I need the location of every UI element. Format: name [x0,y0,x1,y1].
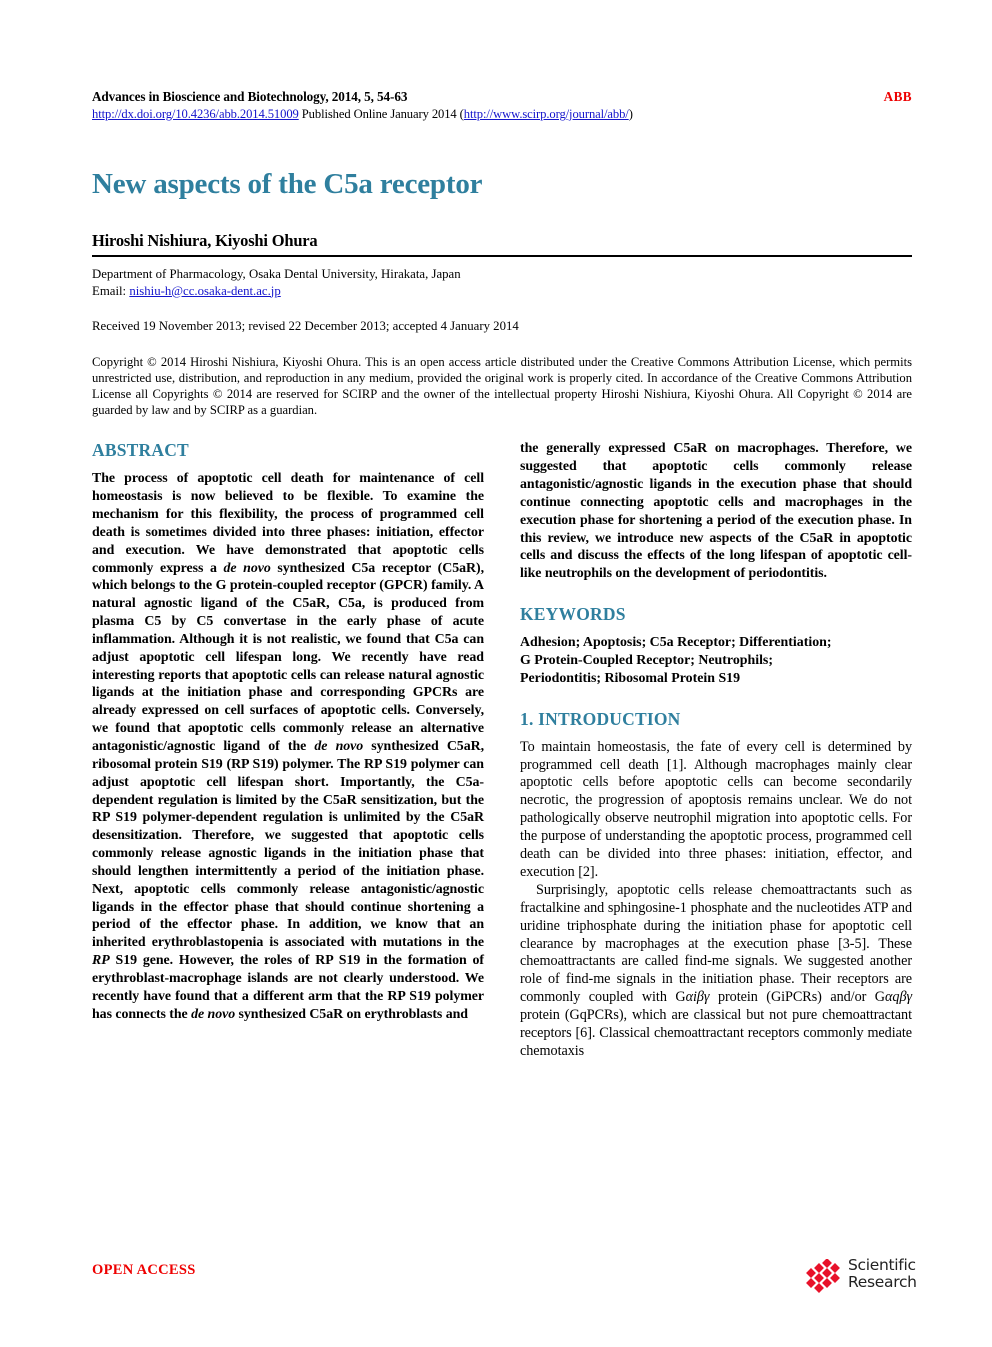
author-divider [92,255,912,257]
author-list: Hiroshi Nishiura, Kiyoshi Ohura [92,231,318,250]
keywords-heading: KEYWORDS [520,604,626,625]
abstract-continued: the generally expressed C5aR on macropha… [520,441,912,582]
intro-seg-1: Surprisingly, apoptotic cells release ch… [520,881,912,1006]
abstract-italic-4: de novo [191,1006,236,1022]
running-head: Advances in Bioscience and Biotechnology… [92,88,912,122]
email-link[interactable]: nishiu-h@cc.osaka-dent.ac.jp [129,283,281,298]
abstract-seg-4: S19 gene. However, the roles of RP S19 i… [92,953,484,1022]
journal-homepage-link[interactable]: http://www.scirp.org/journal/abb/ [463,107,629,121]
introduction-heading: 1. INTRODUCTION [520,708,681,729]
intro-seg-3: protein (GqPCRs), which are classical bu… [520,1007,912,1059]
published-online-text: Published Online January 2014 ( [298,107,464,121]
abstract-italic-3: RP [92,953,110,969]
abstract-seg-5: synthesized C5aR on erythroblasts and [235,1006,468,1022]
page-title: New aspects of the C5a receptor [92,168,483,200]
open-access-badge: OPEN ACCESS [92,1262,196,1278]
abstract-italic-1: de novo [223,560,271,576]
scientific-research-logo[interactable]: Scientific Research [806,1255,918,1301]
abstract-seg-2: synthesized C5a receptor (C5aR), which b… [92,560,485,754]
diamond-grid-icon [806,1259,840,1293]
abstract-seg-1: The process of apoptotic cell death for … [92,471,484,576]
two-column-body: ABSTRACT The process of apoptotic cell d… [92,440,912,1240]
journal-citation: Advances in Bioscience and Biotechnology… [92,89,408,104]
abstract-heading: ABSTRACT [92,440,189,461]
intro-greek-2: αqβγ [885,989,912,1006]
logo-wordmark: Scientific Research [848,1257,917,1291]
received-dates: Received 19 November 2013; revised 22 De… [92,319,519,333]
email-label: Email: [92,283,130,298]
left-column: ABSTRACT The process of apoptotic cell d… [92,440,484,1023]
abb-logo: ABB [883,89,912,104]
email-line: Email: nishiu-h@cc.osaka-dent.ac.jp [92,283,912,300]
right-column: the generally expressed C5aR on macropha… [520,440,912,1061]
intro-seg-2: protein (GiPCRs) and/or G [709,989,885,1006]
affiliation-text: Department of Pharmacology, Osaka Dental… [92,267,461,281]
keywords-line-3: Periodontitis; Ribosomal Protein S19 [520,670,741,686]
abstract-paragraph: The process of apoptotic cell death for … [92,470,484,1023]
doi-line: http://dx.doi.org/10.4236/abb.2014.51009… [92,106,912,122]
doi-link[interactable]: http://dx.doi.org/10.4236/abb.2014.51009 [92,107,299,121]
intro-paragraph-2: Surprisingly, apoptotic cells release ch… [520,882,912,1061]
keywords-line-1: Adhesion; Apoptosis; C5a Receptor; Diffe… [520,635,832,651]
abstract-italic-2: de novo [314,738,364,754]
logo-text-line-1: Scientific [848,1256,916,1274]
page-content: Advances in Bioscience and Biotechnology… [92,88,912,1240]
keywords-line-2: G Protein-Coupled Receptor; Neutrophils; [520,652,773,668]
affiliation-block: Department of Pharmacology, Osaka Dental… [92,266,912,299]
logo-text-line-2: Research [848,1273,917,1291]
intro-greek-1: αiβγ [685,989,710,1006]
abstract-seg-3: synthesized C5aR, ribosomal protein S19 … [92,738,484,951]
copyright-notice: Copyright © 2014 Hiroshi Nishiura, Kiyos… [92,354,912,418]
intro-paragraph-1: To maintain homeostasis, the fate of eve… [520,738,912,880]
keywords-list: Adhesion; Apoptosis; C5a Receptor; Diffe… [520,634,912,688]
published-close-paren: ) [628,107,633,121]
